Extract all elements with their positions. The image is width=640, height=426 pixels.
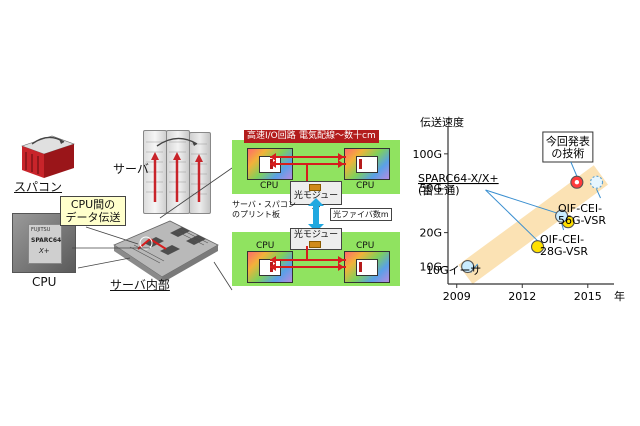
highlight-point-center [574, 180, 580, 185]
cpu-data-transfer-callout: CPU間の データ伝送 [60, 196, 126, 226]
data-point [589, 175, 604, 189]
x-tick-label: 2009 [443, 290, 471, 303]
speed-chart: 伝送速度 年 10G 20G 50G 100G 2009 2012 2015 今回発表の技術 S… [412, 115, 625, 303]
cpu-package [344, 251, 390, 283]
supercomputer-label: スパコン [14, 180, 63, 194]
highspeed-io-tag: 高速I/O回路 [244, 130, 299, 143]
fiber-label: 光ファイバ数m [330, 208, 392, 221]
highlight-leader [570, 161, 578, 177]
cpu-caption: CPU [356, 181, 375, 191]
data-point [555, 209, 569, 223]
server-internal-illustration [113, 220, 219, 283]
optical-fiber-arrow [308, 198, 324, 232]
server-label: サーバ [113, 162, 149, 176]
oif56-label: OIF-CEI-56G-VSR [558, 202, 606, 227]
highlight-callout-box [542, 131, 594, 163]
y-tick-label: 10G [419, 261, 442, 274]
y-tick-label: 20G [419, 227, 442, 240]
cpu-package [344, 148, 390, 180]
server-internal-label: サーバ内部 [110, 278, 170, 292]
cpu-caption: CPU [356, 241, 375, 251]
cpu-caption: CPU [260, 181, 279, 191]
wiring-tag: 電気配線〜数十cm [296, 130, 379, 143]
x-tick-label: 2015 [574, 290, 602, 303]
trend-band [458, 165, 609, 285]
oif56-leader [596, 189, 601, 199]
x-tick-label: 2012 [508, 290, 536, 303]
board-label: サーバ・スパコン のプリント板 [232, 200, 296, 219]
x-axis-title: 年 [614, 289, 625, 303]
data-point [531, 240, 545, 254]
optical-module-bottom: 光モジュール [290, 228, 342, 251]
sparc-leader-1 [485, 189, 538, 242]
eth-label: 10Gイーサ [426, 264, 481, 277]
sparc-leader-2 [485, 189, 566, 217]
cpu-caption: CPU [256, 241, 275, 251]
highlight-callout-label: 今回発表の技術 [546, 134, 590, 160]
sparc-label: SPARC64-X/X+(富士通) [418, 172, 499, 197]
oif28-label: OIF-CEI-28G-VSR [540, 233, 588, 258]
cpu-label: CPU [32, 275, 57, 289]
data-point [461, 259, 475, 274]
y-axis-title: 伝送速度 [420, 115, 464, 129]
y-tick-label: 100G [412, 148, 442, 161]
oif28-leader [561, 223, 565, 231]
y-tick-label: 50G [419, 182, 442, 195]
supercomputer-illustration [21, 135, 75, 178]
